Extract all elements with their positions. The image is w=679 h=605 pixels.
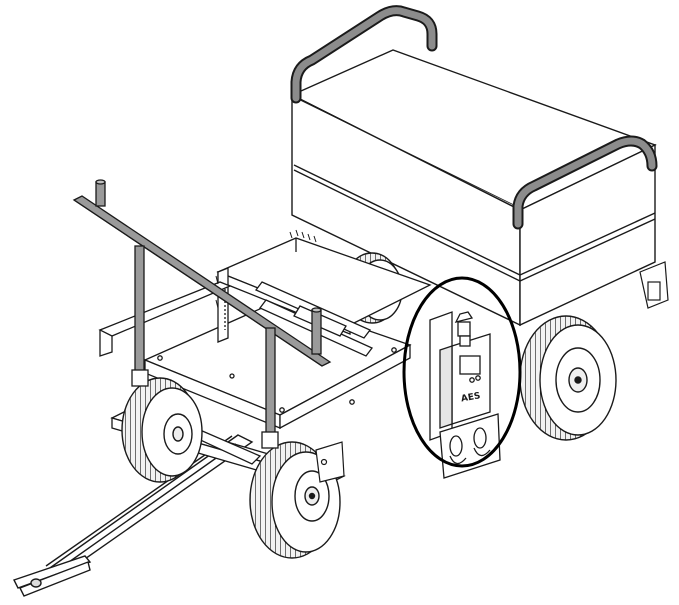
highlight-circle: [402, 276, 522, 468]
aes-control-unit: [429, 311, 501, 479]
tow-bar: [13, 434, 254, 597]
box-handles: [290, 5, 658, 230]
front-right-wheel: [249, 441, 341, 559]
rear-right-wheel: [519, 315, 617, 441]
side-rack: [72, 179, 332, 449]
front-left-wheel: [121, 377, 203, 483]
aes-label: AES: [460, 391, 481, 404]
rear-bracket: [639, 261, 669, 309]
front-wheel-bracket: [315, 441, 345, 483]
